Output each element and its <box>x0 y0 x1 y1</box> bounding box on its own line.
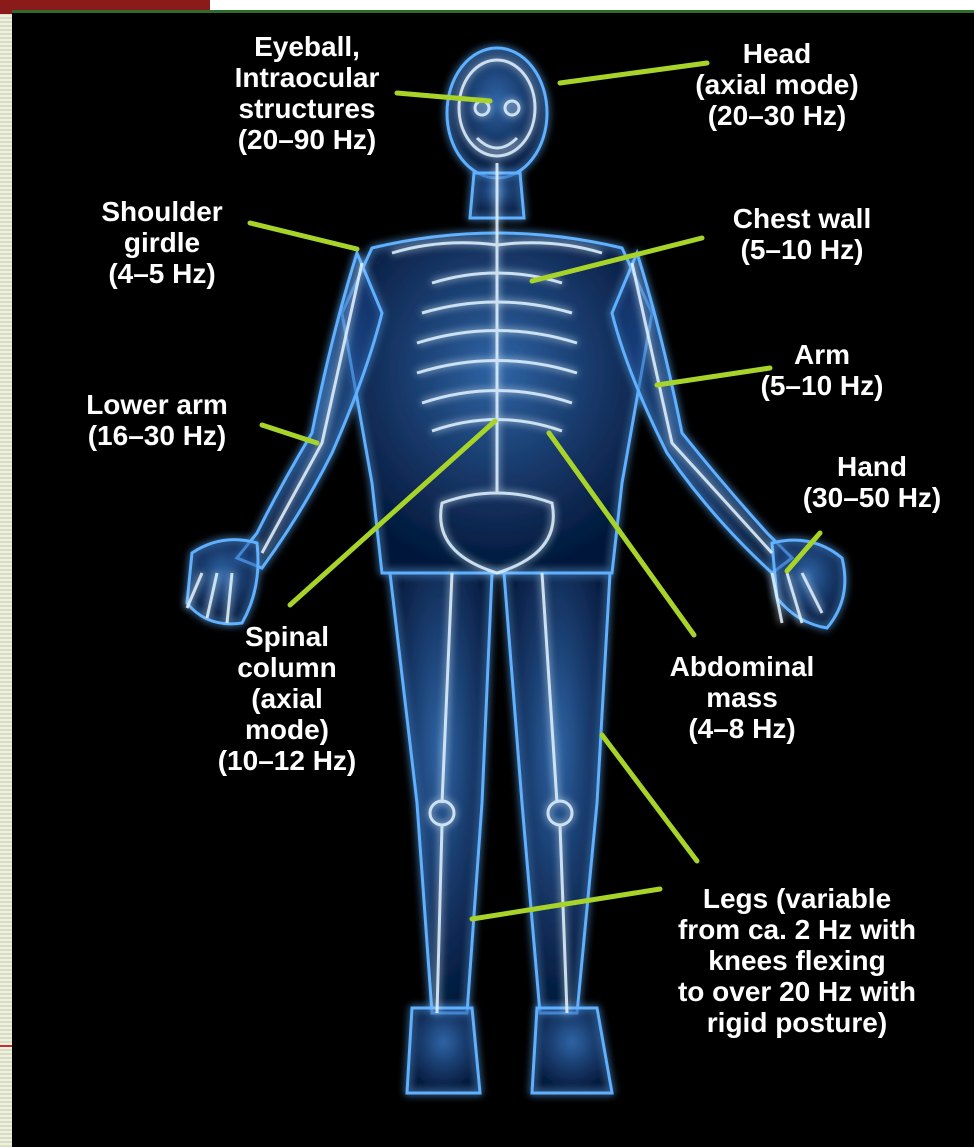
leader-lower-arm <box>262 425 317 443</box>
leader-legs-upper <box>602 735 697 861</box>
left-rule <box>0 1045 12 1047</box>
label-chest: Chest wall (5–10 Hz) <box>702 203 902 265</box>
label-eyeball: Eyeball, Intraocular structures (20–90 H… <box>212 31 402 155</box>
label-legs: Legs (variable from ca. 2 Hz with knees … <box>642 883 952 1038</box>
body-vibration-figure: Eyeball, Intraocular structures (20–90 H… <box>12 10 974 1147</box>
label-head: Head (axial mode) (20–30 Hz) <box>662 38 892 131</box>
label-hand: Hand (30–50 Hz) <box>777 451 967 513</box>
label-shoulder: Shoulder girdle (4–5 Hz) <box>77 196 247 289</box>
leader-shoulder <box>250 223 357 249</box>
label-arm: Arm (5–10 Hz) <box>737 339 907 401</box>
left-border <box>0 14 12 1147</box>
label-spinal: Spinal column (axial mode) (10–12 Hz) <box>192 621 382 776</box>
label-lower-arm: Lower arm (16–30 Hz) <box>62 389 252 451</box>
label-abdominal: Abdominal mass (4–8 Hz) <box>642 651 842 744</box>
